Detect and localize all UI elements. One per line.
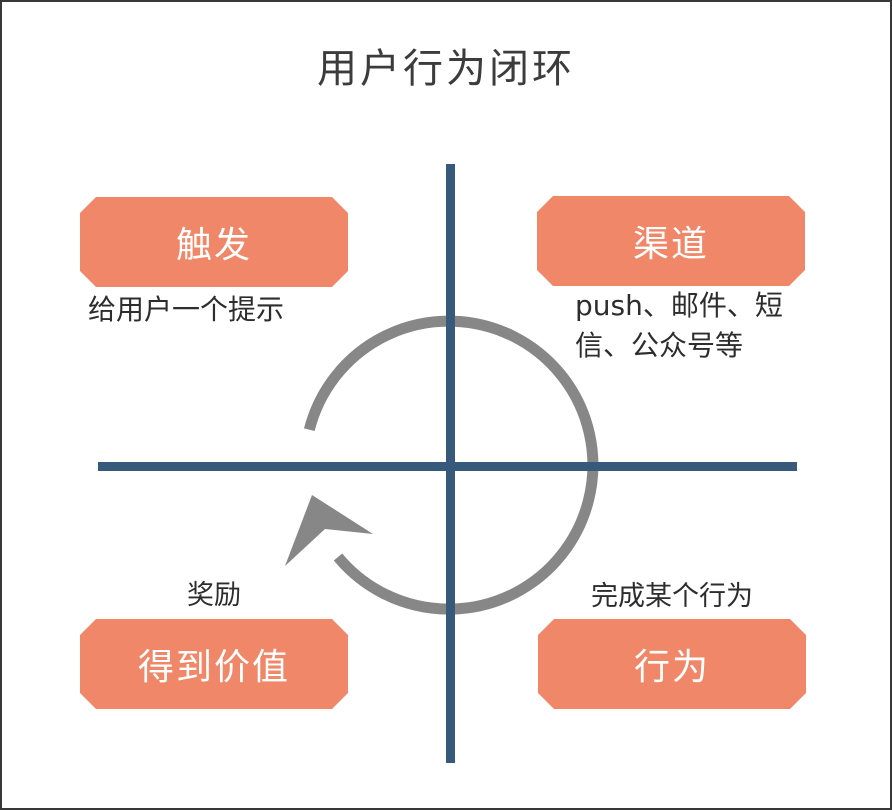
loop-arc — [303, 315, 599, 615]
caption-channel: push、邮件、短 信、公众号等 — [575, 289, 783, 362]
page-title: 用户行为闭环 — [317, 46, 575, 92]
node-channel-label: 渠道 — [632, 224, 709, 265]
horizontal-axis-line — [98, 462, 797, 471]
caption-trigger: 给用户一个提示 — [88, 293, 285, 326]
node-trigger-label: 触发 — [175, 225, 252, 266]
node-channel: 渠道 — [537, 196, 805, 286]
node-behavior-label: 行为 — [633, 647, 710, 688]
caption-behavior: 完成某个行为 — [591, 581, 753, 612]
node-behavior: 行为 — [538, 619, 806, 709]
caption-reward: 奖励 — [187, 580, 241, 611]
loop-arrowhead — [285, 495, 373, 566]
node-get-value-label: 得到价值 — [137, 647, 290, 688]
node-trigger: 触发 — [80, 197, 348, 287]
node-get-value: 得到价值 — [80, 619, 348, 709]
